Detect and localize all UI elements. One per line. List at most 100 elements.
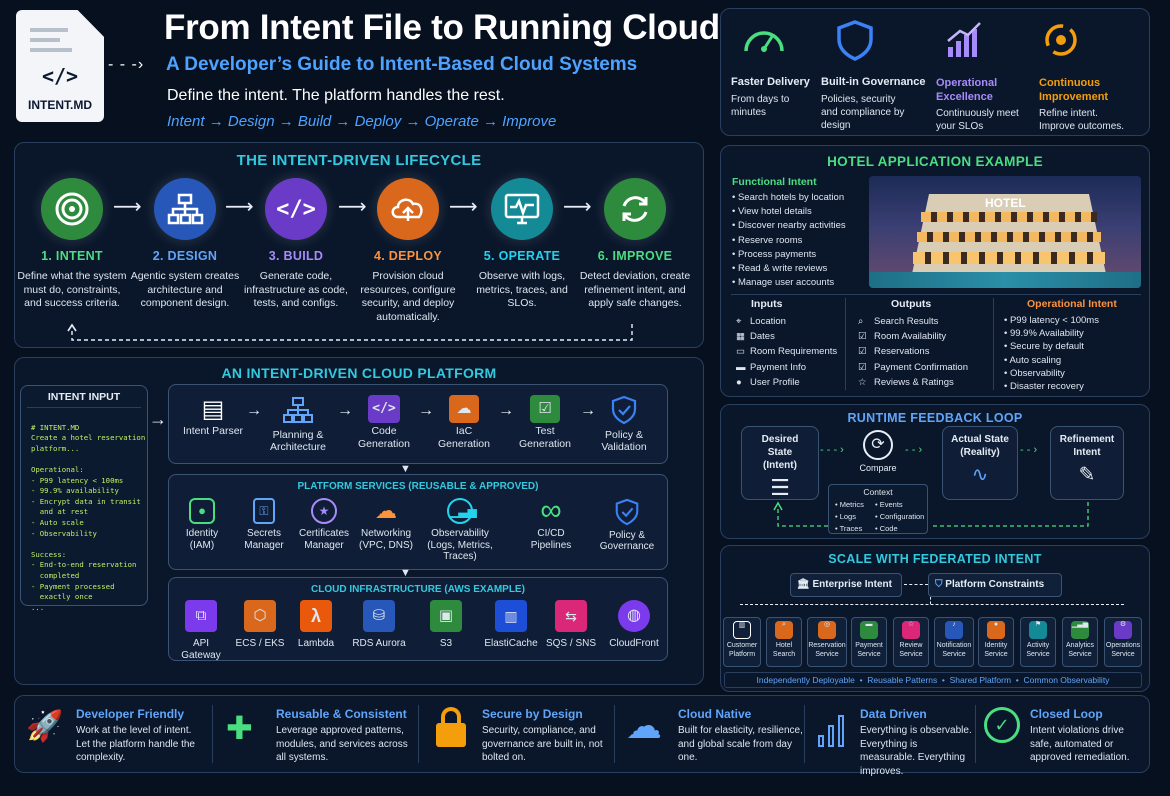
- list-item: ▭Room Requirements: [736, 344, 837, 359]
- step-title: 5. OPERATE: [483, 249, 561, 263]
- arrow-icon: ⟶: [225, 196, 254, 218]
- lambda-icon: λ: [300, 600, 332, 632]
- fed-service-notification: ♪Notification Service: [934, 617, 974, 667]
- container-icon: ⬡: [244, 600, 276, 632]
- fed-service-reservation: ◎Reservation Service: [807, 617, 847, 667]
- service-identity: ●Identity (IAM): [176, 498, 228, 551]
- service-networking: ☁Networking (VPC, DNS): [359, 498, 413, 551]
- list-item: • 99.9% Availability: [1004, 328, 1084, 340]
- cache-icon: ▥: [495, 600, 527, 632]
- functional-intent-title: Functional Intent: [732, 176, 817, 188]
- list-item: • Auto scaling: [1004, 354, 1062, 366]
- outputs-list: ⌕Search Results ☑Room Availability ☑Rese…: [858, 314, 968, 390]
- dashed-arrow: - - ›: [905, 444, 923, 456]
- cloud-upload-icon: ☁: [449, 395, 479, 423]
- step-desc: Agentic system creates architecture and …: [130, 270, 240, 309]
- lifecycle-panel: THE INTENT-DRIVEN LIFECYCLE: [14, 142, 704, 348]
- cloud-upload-icon: ☁: [626, 705, 662, 746]
- benefit-desc: Continuously meet your SLOs: [936, 108, 1019, 132]
- fed-service-review: ☆Review Service: [893, 617, 929, 667]
- sync-icon: ⟳: [863, 430, 893, 460]
- hierarchy-icon: [283, 397, 313, 423]
- operations-icon: ⚙: [1114, 621, 1132, 639]
- activity-icon: ⚑: [1029, 621, 1047, 639]
- benefit-desc: From days to minutes: [731, 94, 790, 118]
- list-item: • View hotel details: [732, 206, 812, 218]
- benefit-faster-delivery: Faster Delivery From days to minutes: [731, 19, 831, 119]
- lock-icon: ⚿: [253, 498, 275, 524]
- cycle-gear-icon: [1045, 24, 1077, 56]
- connector-line: [740, 604, 1124, 605]
- step-title: 4. DEPLOY: [374, 249, 442, 263]
- monitor-icon: [491, 178, 553, 240]
- connector-line: [904, 584, 928, 585]
- arrow-icon: →: [246, 402, 262, 419]
- principle-desc: Built for elasticity, resilience, and gl…: [678, 725, 803, 763]
- benefit-desc: Policies, security and compliance by des…: [821, 94, 905, 131]
- principle-desc: Everything is observable. Everything is …: [860, 725, 972, 777]
- principle-secure: Secure by Design Security, compliance, a…: [430, 705, 615, 767]
- connector-line: [930, 597, 931, 604]
- intent-input-title: INTENT INPUT: [47, 391, 121, 403]
- principle-closed-loop: ✓ Closed Loop Intent violations drive sa…: [978, 705, 1144, 767]
- feedback-return-arrow: [773, 501, 1089, 527]
- check-circle-icon: ✓: [984, 707, 1020, 743]
- file-label: INTENT.MD: [28, 98, 92, 112]
- fed-service-customer-platform: ▥Customer Platform: [723, 617, 761, 667]
- target-icon: [41, 178, 103, 240]
- bed-icon: ▭: [736, 346, 745, 358]
- principle-data-driven: Data Driven Everything is observable. Ev…: [808, 705, 973, 777]
- refresh-icon: [604, 178, 666, 240]
- principle-title: Closed Loop: [1030, 707, 1103, 721]
- principle-desc: Intent violations drive safe, automated …: [1030, 725, 1130, 763]
- analytics-icon: ▁▃▅: [1071, 621, 1089, 639]
- arrow-icon: →: [418, 402, 434, 419]
- step-desc: Observe with logs, metrics, traces, and …: [476, 270, 568, 309]
- fed-service-analytics: ▁▃▅Analytics Service: [1062, 617, 1098, 667]
- bucket-icon: ▣: [430, 600, 462, 632]
- infra-sqs-sns: ⇆SQS / SNS: [542, 600, 600, 650]
- growth-chart-icon: [947, 22, 981, 57]
- refinement-label: Refinement Intent: [1059, 434, 1115, 458]
- compare-node: ⟳ Compare: [852, 430, 904, 473]
- lifecycle-step-design: 2. DESIGN Agentic system creates archite…: [129, 178, 241, 311]
- desired-state-label: Desired State (Intent): [761, 434, 799, 471]
- principles-panel: [14, 695, 1150, 773]
- building-icon: 🏛: [797, 579, 813, 590]
- database-icon: ⛁: [363, 600, 395, 632]
- search-icon: ⌕: [858, 316, 864, 327]
- feedback-title: RUNTIME FEEDBACK LOOP: [847, 411, 1023, 425]
- enterprise-intent-box: 🏛 Enterprise Intent: [790, 573, 902, 597]
- benefit-desc: Refine intent. Improve outcomes.: [1039, 108, 1125, 132]
- lock-icon: [434, 707, 468, 747]
- infra-cloudfront: ◍CloudFront: [604, 600, 664, 650]
- down-arrow-icon: ▼: [400, 463, 411, 475]
- list-item: • Secure by default: [1004, 341, 1084, 353]
- edit-icon: ✎: [1078, 464, 1096, 486]
- list-item: ●User Profile: [736, 375, 837, 390]
- list-item: ☆Reviews & Ratings: [858, 375, 968, 390]
- checklist-icon: ☑: [530, 395, 560, 423]
- outputs-title: Outputs: [891, 298, 932, 310]
- list-item: ⌖Location: [736, 314, 837, 329]
- infra-elasticache: ▥ElastiCache: [480, 600, 542, 650]
- principle-title: Data Driven: [860, 707, 927, 721]
- platform-services-box: PLATFORM SERVICES (REUSABLE & APPROVED): [168, 474, 668, 570]
- fed-service-hotel-search: ⌕Hotel Search: [766, 617, 802, 667]
- fed-service-payment: ▬Payment Service: [851, 617, 887, 667]
- list-item: • Observability: [1004, 367, 1065, 379]
- list-item: • Process payments: [732, 248, 817, 260]
- service-policy: Policy & Governance: [596, 498, 658, 553]
- platform-constraints-box: ⛉ Platform Constraints: [928, 573, 1062, 597]
- lifecycle-step-operate: 5. OPERATE Observe with logs, metrics, t…: [466, 178, 578, 311]
- pipeline-box: [168, 384, 668, 464]
- benefit-operational-excellence: Operational Excellence Continuously meet…: [936, 19, 1036, 133]
- api-gateway-icon: ⧉: [185, 600, 217, 632]
- code-icon: </>: [368, 395, 400, 423]
- pulse-icon: ∿: [971, 464, 989, 486]
- pipeline-test-generation: ☑Test Generation: [513, 395, 577, 450]
- card-icon: ▬: [860, 621, 878, 639]
- page-subtitle: A Developer’s Guide to Intent-Based Clou…: [166, 54, 638, 75]
